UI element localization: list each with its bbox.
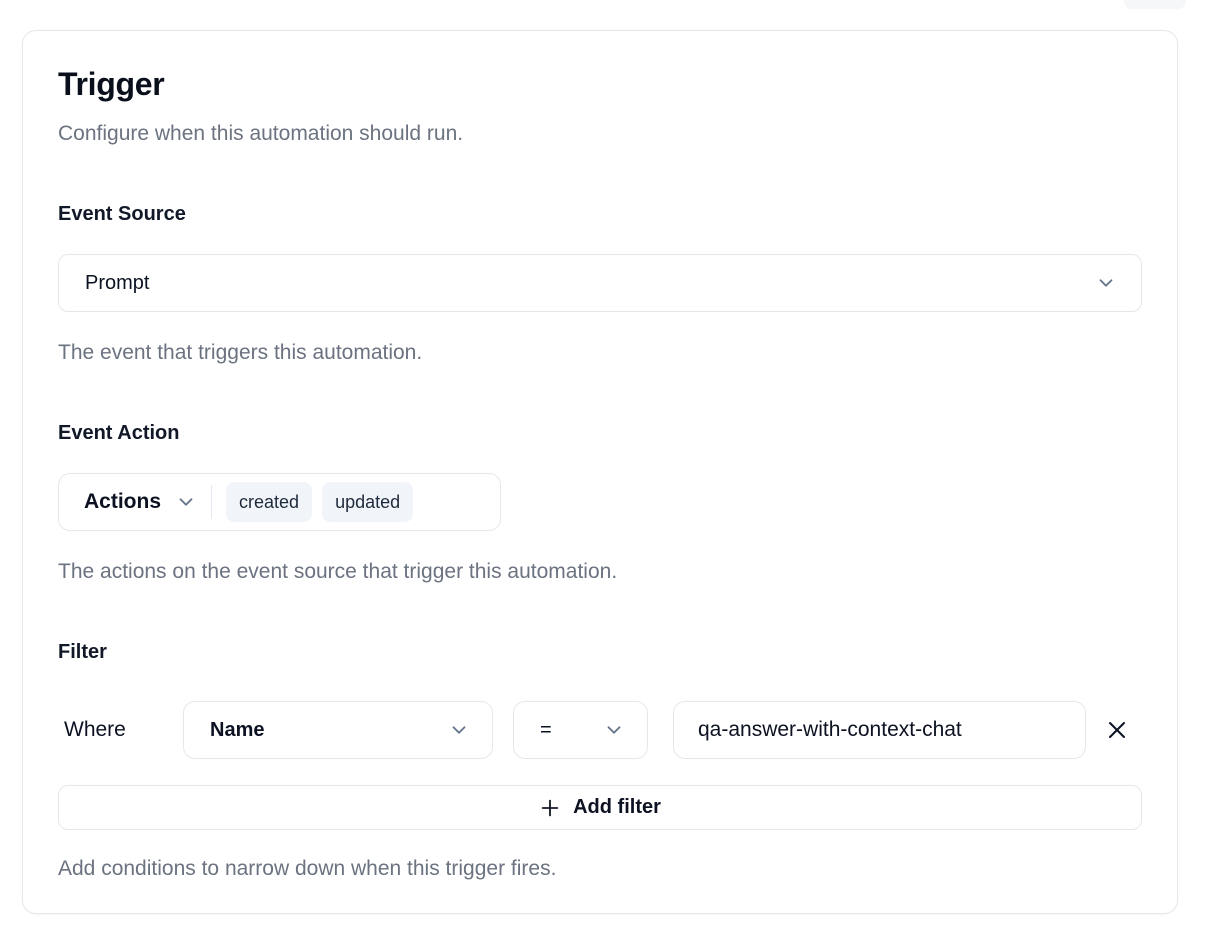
actions-dropdown-button[interactable]: Actions xyxy=(84,490,197,514)
chevron-down-icon xyxy=(1099,279,1113,287)
page-subtitle: Configure when this automation should ru… xyxy=(58,122,464,145)
event-action-control: Actions created updated xyxy=(58,473,501,531)
close-icon xyxy=(1109,722,1125,738)
filter-label: Filter xyxy=(58,641,107,663)
event-source-selected-value: Prompt xyxy=(85,271,150,294)
trigger-section-card: Trigger Configure when this automation s… xyxy=(22,30,1178,914)
actions-dropdown-label: Actions xyxy=(84,490,162,513)
selected-action-chips: created updated xyxy=(226,482,414,522)
filter-field-value: Name xyxy=(210,718,265,741)
page-title: Trigger xyxy=(58,66,165,102)
filter-operator-value: = xyxy=(540,718,552,741)
action-chip-updated[interactable]: updated xyxy=(322,482,414,522)
chevron-down-icon xyxy=(607,726,621,734)
filter-field-select[interactable]: Name xyxy=(183,701,493,759)
event-source-help: The event that triggers this automation. xyxy=(58,341,423,364)
filter-help: Add conditions to narrow down when this … xyxy=(58,857,557,880)
scrolled-out-element xyxy=(1124,0,1186,9)
event-source-select[interactable]: Prompt xyxy=(58,254,1142,312)
action-chip-created[interactable]: created xyxy=(226,482,313,522)
where-label: Where xyxy=(64,718,126,741)
event-action-help: The actions on the event source that tri… xyxy=(58,560,618,583)
chevron-down-icon xyxy=(179,498,193,506)
filter-value-input[interactable] xyxy=(673,701,1086,759)
divider xyxy=(211,485,213,519)
remove-filter-button[interactable] xyxy=(1092,705,1142,755)
add-filter-label: Add filter xyxy=(573,796,661,818)
filter-operator-select[interactable]: = xyxy=(513,701,648,759)
plus-icon xyxy=(541,799,559,816)
event-source-label: Event Source xyxy=(58,203,186,225)
event-action-label: Event Action xyxy=(58,422,180,444)
chevron-down-icon xyxy=(452,726,466,734)
filter-condition-row: Where Name = xyxy=(58,701,1142,759)
add-filter-button[interactable]: Add filter xyxy=(58,785,1142,830)
